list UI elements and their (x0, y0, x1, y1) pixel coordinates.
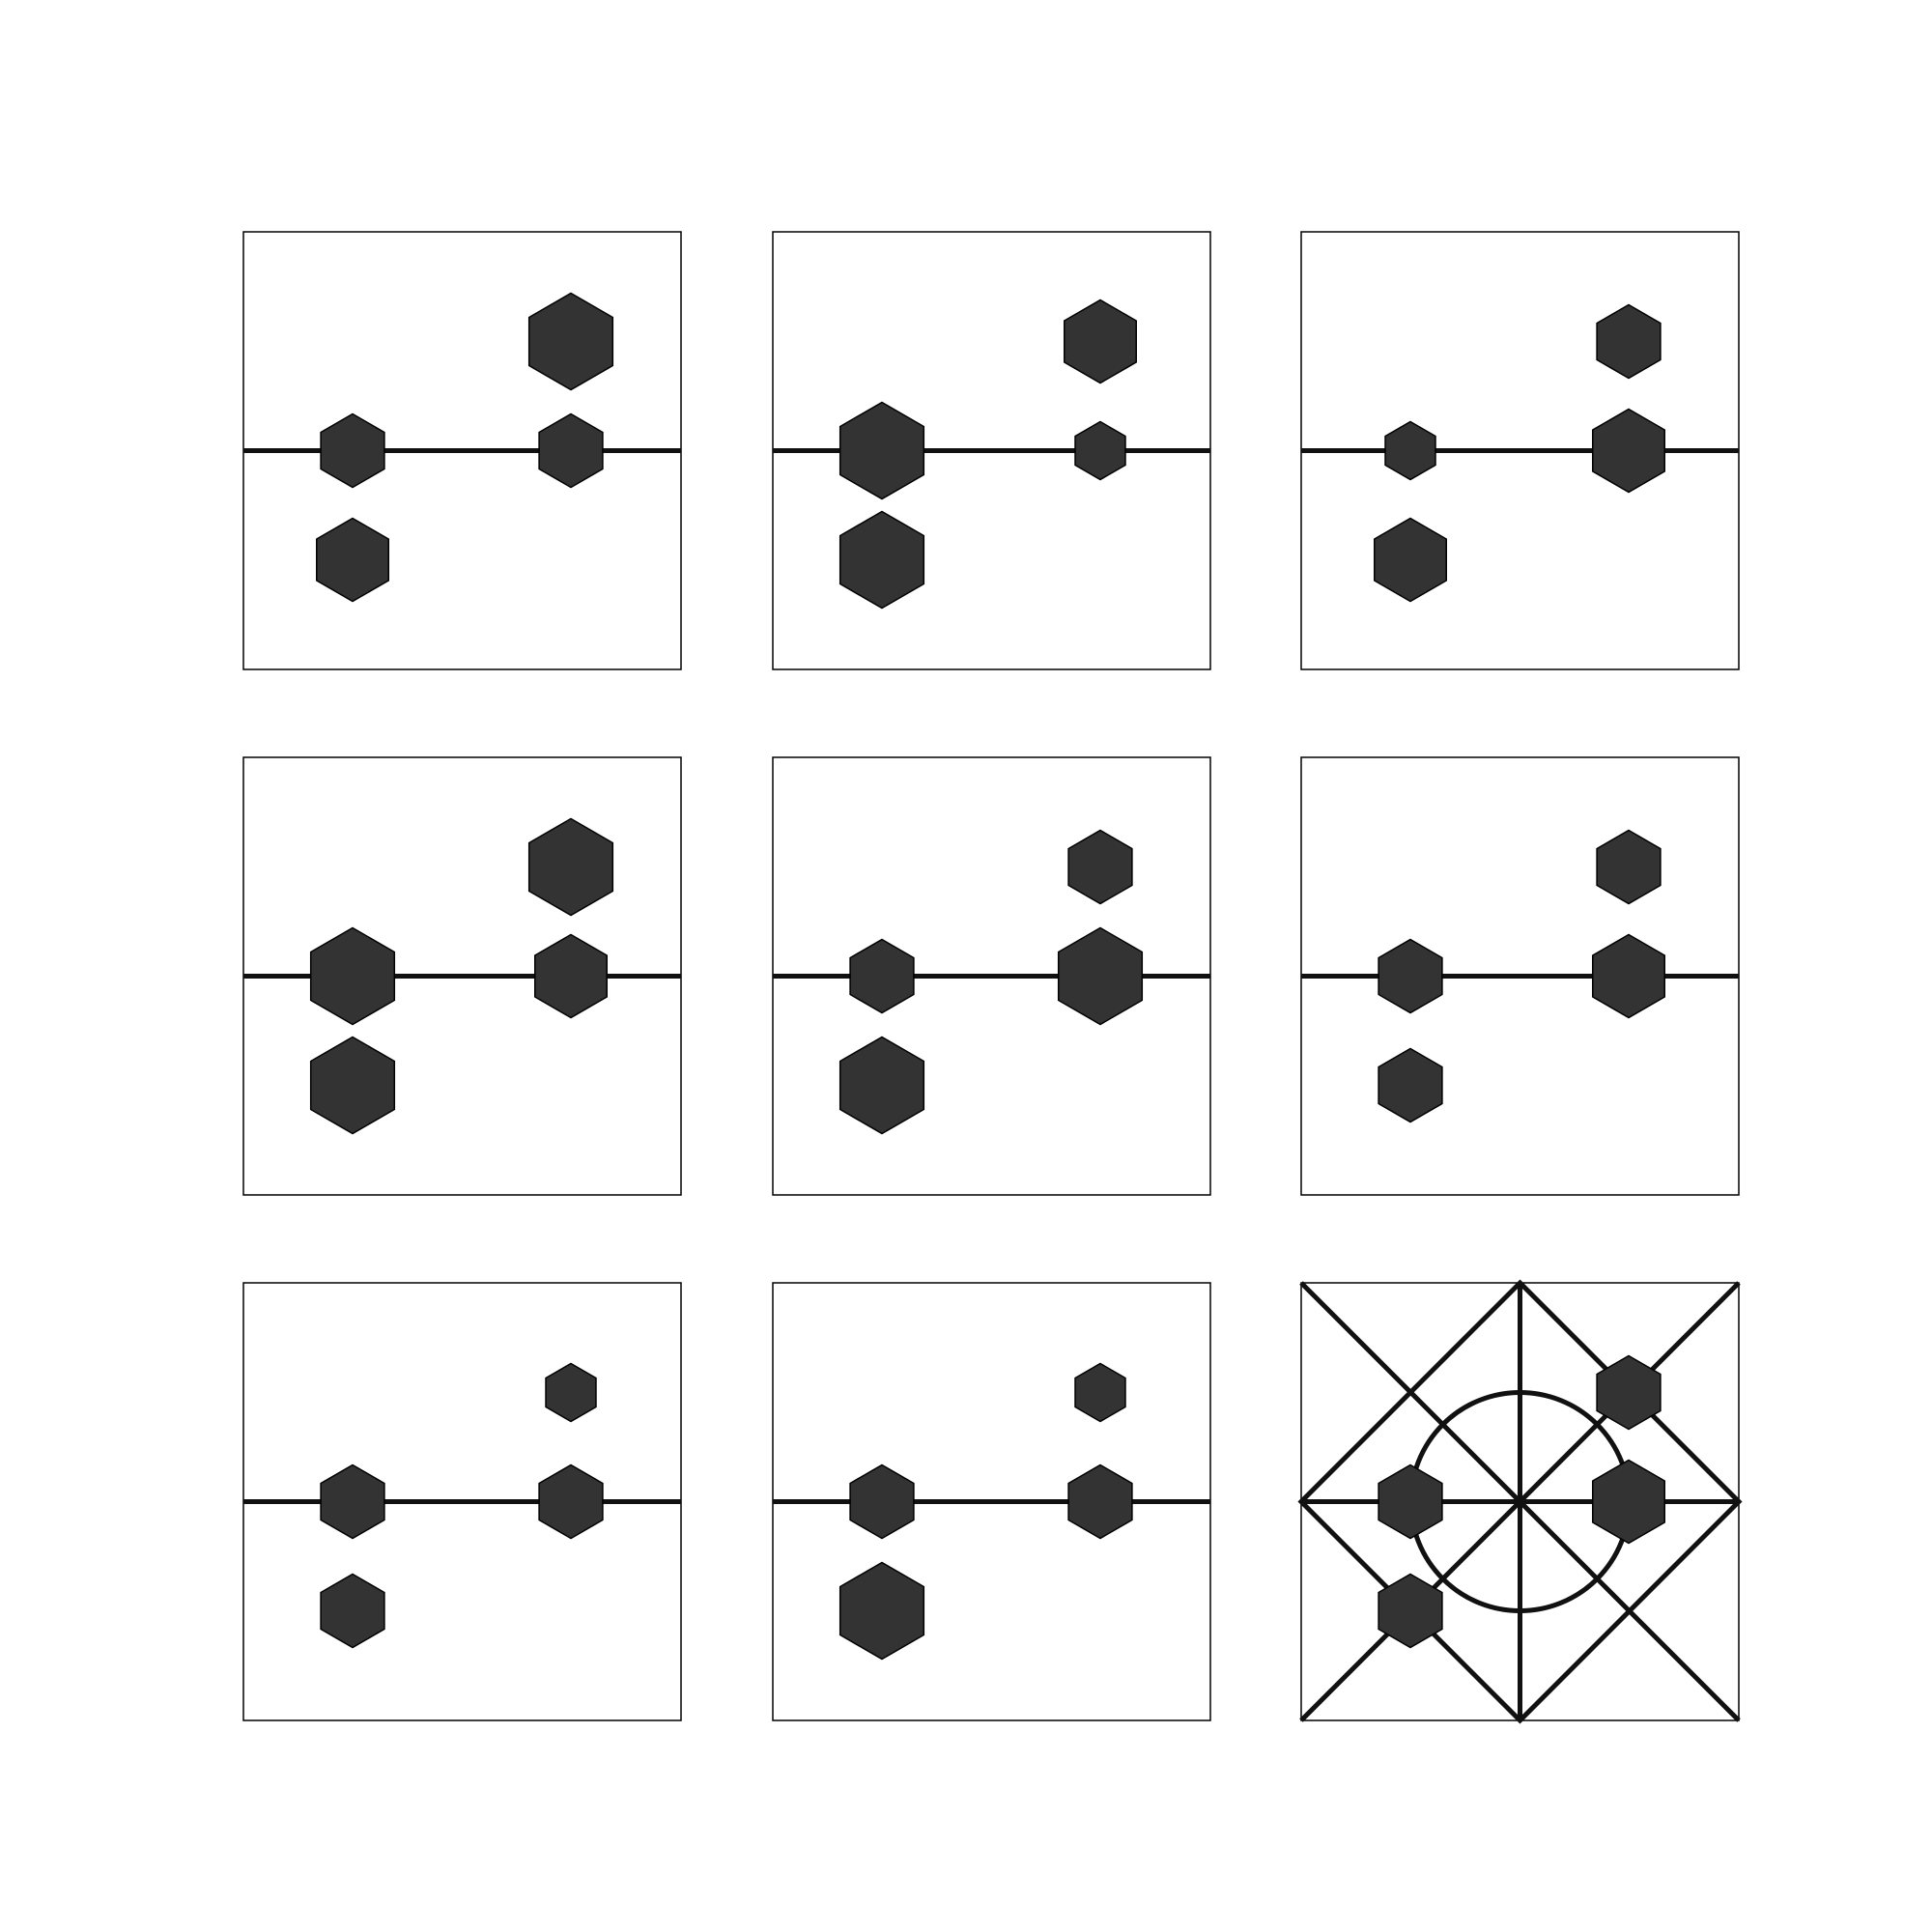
hexagon-middle-left (309, 926, 396, 1026)
hexagon-top-right (527, 817, 614, 917)
hexagon-top-right (1067, 829, 1133, 905)
panel-9 (1297, 1279, 1743, 1724)
hexagon-middle-right (538, 1463, 604, 1540)
hexagon-bottom-left (838, 1036, 925, 1135)
panel-8 (772, 1282, 1211, 1721)
hexagon-middle-left (320, 1463, 385, 1540)
hexagon-bottom-left (309, 1036, 396, 1135)
hexagon-top-right (1064, 298, 1137, 384)
hexagon-top-right (527, 292, 614, 391)
hexagon-middle-left (838, 401, 925, 500)
hexagon-middle-left (320, 412, 385, 489)
hexagon-middle-right (1057, 926, 1144, 1026)
hexagon-middle-right (1074, 420, 1126, 481)
panel-4 (242, 756, 682, 1196)
hexagon-bottom-left (838, 1561, 925, 1661)
hexagon-top-right (1596, 1354, 1662, 1431)
hexagon-middle-left (1378, 1463, 1443, 1540)
panel-6 (1300, 756, 1740, 1196)
panel-2 (772, 231, 1211, 670)
panel-7 (242, 1282, 682, 1721)
hexagon-middle-left (1384, 420, 1436, 481)
hexagon-bottom-left (1378, 1047, 1443, 1123)
hexagon-top-right (1596, 829, 1662, 905)
hexagon-top-right (545, 1362, 597, 1423)
hexagon-bottom-left (316, 517, 389, 603)
hexagon-middle-right (534, 933, 608, 1019)
hexagon-bottom-left (838, 510, 925, 610)
hexagon-middle-right (538, 412, 604, 489)
hexagon-middle-right (1592, 408, 1665, 494)
diamond-outline (1297, 1279, 1743, 1724)
hexagon-top-right (1074, 1362, 1126, 1423)
panel-3 (1300, 231, 1740, 670)
hexagon-middle-right (1067, 1463, 1133, 1540)
hexagon-middle-left (1378, 938, 1443, 1014)
hexagon-bottom-left (1374, 517, 1447, 603)
panel-1 (242, 231, 682, 670)
hexagon-middle-left (849, 938, 915, 1014)
panel-5 (772, 756, 1211, 1196)
hexagon-middle-right (1592, 933, 1665, 1019)
hexagon-bottom-left (320, 1573, 385, 1649)
diagonal-line (1299, 1281, 1741, 1722)
hexagon-bottom-left (1378, 1573, 1443, 1649)
hexagon-middle-right (1592, 1459, 1665, 1545)
hexagon-top-right (1596, 303, 1662, 380)
hexagon-middle-left (849, 1463, 915, 1540)
